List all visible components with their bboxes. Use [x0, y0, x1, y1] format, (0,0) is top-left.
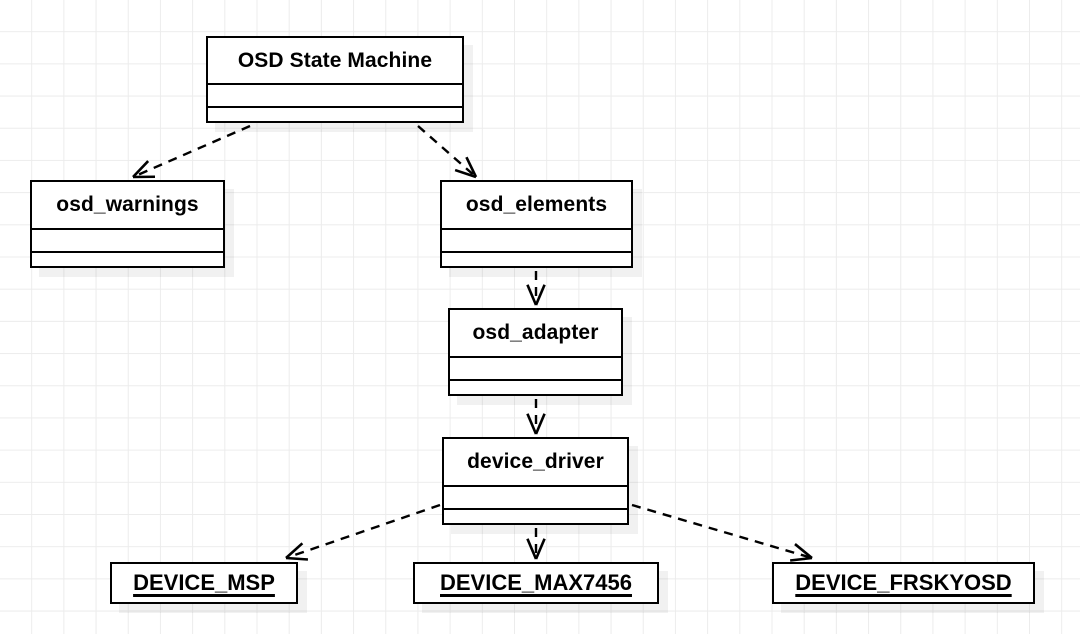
class-box-device-frskyosd[interactable]: DEVICE_FRSKYOSD — [772, 562, 1035, 604]
class-attributes-compartment — [442, 228, 631, 251]
dependency-arrow-osd_elements-to-osd_adapter — [526, 271, 546, 306]
class-name-device-msp: DEVICE_MSP — [133, 570, 275, 595]
class-name-device-frskyosd: DEVICE_FRSKYOSD — [795, 570, 1012, 595]
dependency-arrow-osd_state_machine-to-osd_warnings — [132, 124, 251, 179]
class-box-osd-adapter[interactable]: osd_adapter — [448, 308, 623, 396]
dependency-arrow-osd_adapter-to-device_driver — [526, 399, 546, 435]
class-operations-compartment — [32, 251, 223, 274]
class-operations-compartment — [450, 379, 621, 402]
class-name-osd-state-machine: OSD State Machine — [237, 48, 433, 72]
dependency-arrow-device_driver-to-device_msp — [285, 503, 441, 561]
class-operations-compartment — [442, 251, 631, 274]
class-attributes-compartment — [450, 356, 621, 379]
class-box-osd-state-machine[interactable]: OSD State Machine — [206, 36, 464, 123]
class-operations-compartment — [444, 508, 627, 531]
dependency-arrow-device_driver-to-device_frskyosd — [631, 503, 813, 562]
dependency-arrow-osd_state_machine-to-osd_elements — [417, 125, 478, 179]
class-attributes-compartment — [208, 83, 462, 106]
class-box-osd-elements[interactable]: osd_elements — [440, 180, 633, 268]
class-name-device-driver: device_driver — [467, 450, 604, 473]
class-name-osd-adapter: osd_adapter — [472, 321, 599, 344]
dependency-arrow-device_driver-to-device_max7456 — [526, 528, 546, 560]
class-operations-compartment — [208, 106, 462, 129]
class-name-device-max7456: DEVICE_MAX7456 — [440, 570, 632, 595]
class-box-device-max7456[interactable]: DEVICE_MAX7456 — [413, 562, 659, 604]
class-box-osd-warnings[interactable]: osd_warnings — [30, 180, 225, 268]
class-box-device-driver[interactable]: device_driver — [442, 437, 629, 525]
class-attributes-compartment — [444, 485, 627, 508]
class-box-device-msp[interactable]: DEVICE_MSP — [110, 562, 298, 604]
class-name-osd-elements: osd_elements — [465, 193, 608, 216]
class-attributes-compartment — [32, 228, 223, 251]
class-name-osd-warnings: osd_warnings — [56, 193, 199, 216]
